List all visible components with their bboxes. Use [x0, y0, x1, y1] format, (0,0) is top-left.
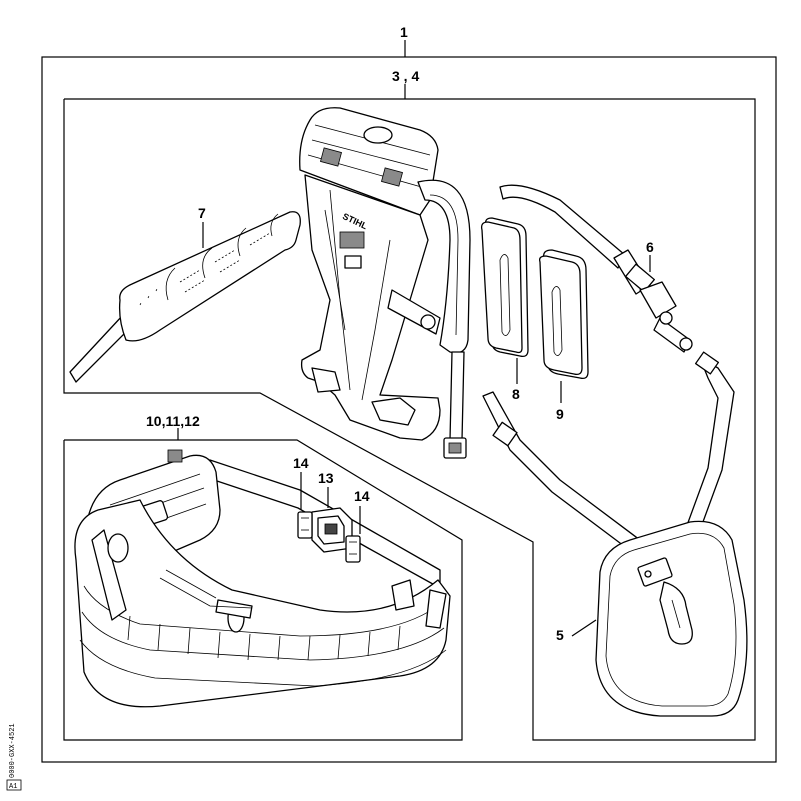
backplate-part-3-4: STIHL — [299, 107, 471, 459]
callout-13: 13 — [318, 470, 334, 486]
callout-1: 1 — [400, 24, 408, 40]
frame-outer — [41, 56, 777, 763]
drawing-code: 0000-GXX-4521 — [9, 723, 17, 778]
pad-part-8: 8 — [480, 217, 529, 402]
callout-9: 9 — [556, 406, 564, 422]
hip-pad-part-7: 7 — [69, 205, 301, 383]
pad-part-9: 9 — [538, 249, 589, 422]
callout-5: 5 — [556, 627, 564, 643]
frame-belt — [63, 439, 463, 741]
callout-14-right: 14 — [354, 488, 370, 504]
buckle-part-13: 13 — [311, 470, 353, 553]
callout-7: 7 — [198, 205, 206, 221]
drawing-code-box — [6, 779, 22, 791]
hip-belt-part-10-11-12 — [74, 449, 451, 708]
pad-part-5: 5 — [482, 351, 748, 717]
callout-10-11-12: 10,11,12 — [146, 413, 200, 429]
frame-harness — [63, 98, 756, 741]
strap-part-6: 6 — [499, 184, 693, 353]
callout-8: 8 — [512, 386, 520, 402]
adjuster-part-14-left: 14 — [293, 455, 313, 539]
drawing-code-rev: A1 — [9, 783, 17, 791]
leader-5 — [571, 619, 597, 637]
callout-6: 6 — [646, 239, 654, 255]
callout-3-4: 3 , 4 — [392, 68, 419, 84]
adjuster-part-14-right: 14 — [345, 488, 370, 563]
callout-14-left: 14 — [293, 455, 309, 471]
